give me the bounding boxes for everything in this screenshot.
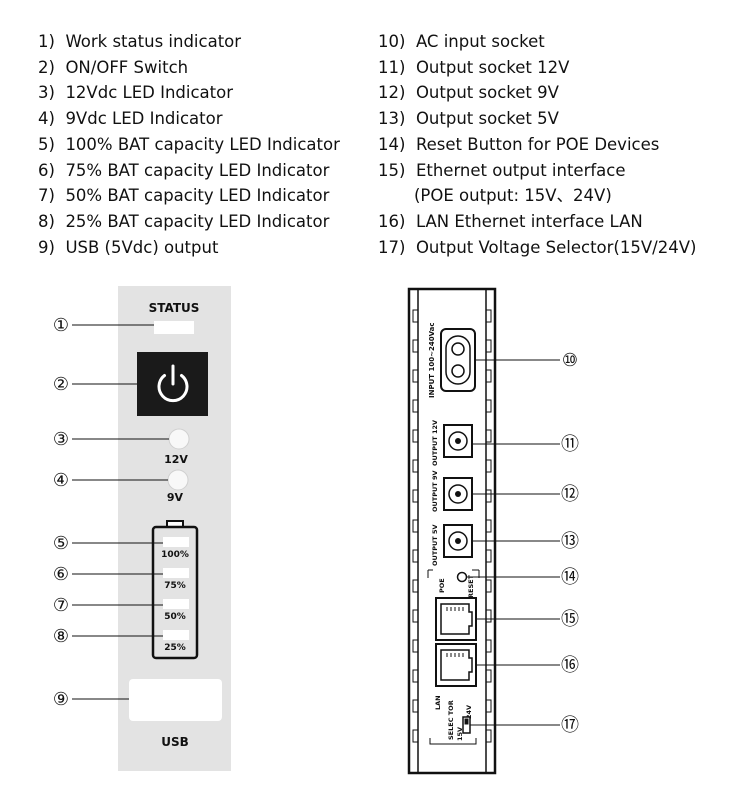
bat-100-label: 100%	[161, 550, 189, 560]
led-12v	[168, 428, 190, 450]
lan-label: LAN	[434, 695, 442, 710]
power-icon	[157, 364, 189, 403]
callout-10: ⑩	[562, 350, 578, 371]
callout-1: ①	[53, 315, 69, 336]
callout-15: ⑮	[561, 609, 579, 630]
ac-input-socket[interactable]	[440, 328, 476, 392]
front-panel: STATUS 12V 9V 100% 75% 50% 25% USB	[53, 286, 231, 771]
callout-6: ⑥	[53, 564, 69, 585]
bat-led-75	[163, 568, 189, 578]
voltage-selector-switch[interactable]	[462, 716, 471, 734]
callout-8: ⑧	[53, 626, 69, 647]
output-5v-socket[interactable]	[443, 524, 473, 558]
bat-75-label: 75%	[164, 581, 186, 591]
status-indicator	[154, 321, 194, 334]
legend-item: 6) 75% BAT capacity LED Indicator	[38, 160, 330, 180]
legend-item: 4) 9Vdc LED Indicator	[38, 109, 223, 129]
lan-ethernet-port[interactable]	[435, 643, 477, 687]
led-9v-label: 9V	[167, 491, 184, 504]
legend-item: 11) Output socket 12V	[378, 57, 570, 77]
led-12v-label: 12V	[164, 453, 188, 466]
callout-5: ⑤	[53, 533, 69, 554]
legend-item: 8) 25% BAT capacity LED Indicator	[38, 211, 330, 231]
callout-12: ⑫	[561, 484, 579, 505]
legend-item: 14) Reset Button for POE Devices	[378, 134, 660, 154]
battery-indicator: 100% 75% 50% 25%	[151, 520, 199, 660]
out5-label: OUTPUT 5V	[431, 524, 439, 566]
legend-item: 3) 12Vdc LED Indicator	[38, 83, 233, 103]
callout-7: ⑦	[53, 595, 69, 616]
bat-50-label: 50%	[164, 612, 186, 622]
usb-label: USB	[161, 735, 189, 749]
callout-13: ⑬	[561, 531, 579, 552]
legend-item: 1) Work status indicator	[38, 32, 242, 51]
callout-2: ②	[53, 374, 69, 395]
bat-led-100	[163, 537, 189, 547]
output-12v-socket[interactable]	[443, 424, 473, 458]
legend-item: 13) Output socket 5V	[378, 109, 559, 129]
callout-4: ④	[53, 470, 69, 491]
callout-14: ⑭	[561, 567, 579, 588]
callout-9: ⑨	[53, 689, 69, 710]
legend-item: 16) LAN Ethernet interface LAN	[378, 211, 643, 231]
battery-body	[151, 525, 199, 660]
poe-ethernet-port[interactable]	[435, 597, 477, 641]
callout-3: ③	[53, 429, 69, 450]
callout-11: ⑪	[561, 434, 579, 455]
reset-label: RESET	[467, 574, 475, 598]
bat-led-25	[163, 630, 189, 640]
v15-label: 15V	[456, 727, 464, 741]
input-label: INPUT 100~240Vac	[428, 323, 436, 399]
bat-25-label: 25%	[164, 643, 186, 653]
callout-16: ⑯	[561, 655, 579, 676]
reset-button[interactable]	[456, 571, 468, 583]
back-panel: INPUT 100~240Vac OUTPUT 12V OUTPUT 9V OU…	[407, 287, 579, 775]
out12-label: OUTPUT 12V	[431, 420, 439, 466]
legend-item: 2) ON/OFF Switch	[38, 57, 189, 77]
selector-bracket	[429, 738, 477, 745]
status-label: STATUS	[149, 301, 200, 315]
legend-item: 9) USB (5Vdc) output	[38, 237, 219, 257]
legend-item: 17) Output Voltage Selector(15V/24V)	[378, 237, 697, 257]
legend-item: 7) 50% BAT capacity LED Indicator	[38, 186, 330, 206]
front-callouts	[72, 324, 169, 700]
legend-left: 1) Work status indicator 2) ON/OFF Switc…	[38, 29, 340, 260]
back-callouts	[466, 359, 560, 726]
bat-led-50	[163, 599, 189, 609]
led-9v	[167, 469, 189, 491]
legend-item: 15) Ethernet output interface	[378, 160, 626, 180]
out9-label: OUTPUT 9V	[431, 470, 439, 512]
legend-item-continuation: (POE output: 15V、24V)	[414, 186, 612, 206]
output-9v-socket[interactable]	[443, 477, 473, 511]
legend-item: 10) AC input socket	[378, 32, 545, 51]
legend-item: 5) 100% BAT capacity LED Indicator	[38, 134, 340, 154]
back-panel-inner	[417, 288, 487, 774]
side-vents	[412, 309, 492, 743]
callout-17: ⑰	[561, 715, 579, 736]
selector-label: SELEC TOR	[447, 700, 455, 740]
v24-label: 24V	[465, 705, 473, 719]
usb-port[interactable]	[129, 679, 222, 721]
legend-right: 10) AC input socket 11) Output socket 12…	[378, 29, 696, 260]
poe-bracket	[427, 569, 480, 578]
poe-label: POE	[438, 578, 446, 593]
legend-item: 12) Output socket 9V	[378, 83, 559, 103]
